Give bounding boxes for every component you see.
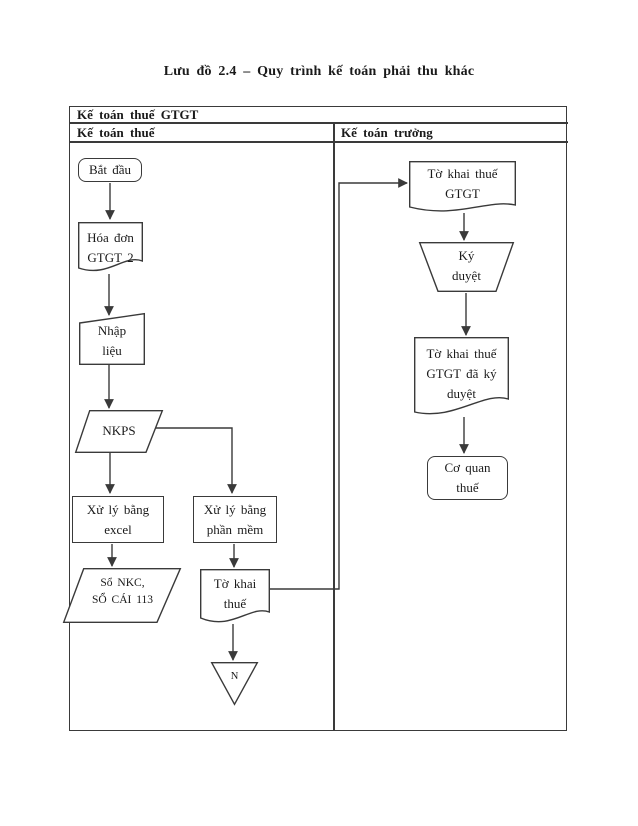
gtgt-return-document-label: Tờ khai thuế GTGT — [409, 164, 516, 204]
tax-return-document-shape — [200, 569, 270, 623]
approved-return-line-3: duyệt — [447, 386, 476, 401]
ledger-line-2: SỔ CÁI 113 — [91, 594, 154, 606]
invoice-line-1: Hóa đơn — [87, 230, 134, 245]
approved-return-document-shape — [414, 337, 509, 415]
excel-line-1: Xử lý bằng — [86, 501, 150, 517]
lane-divider — [333, 122, 335, 731]
manual-input-label: Nhập liệu — [79, 321, 145, 361]
offpage-line-1: N — [230, 671, 239, 682]
offpage-connector-shape — [210, 661, 259, 706]
diagram-title: Lưu đồ 2.4 – Quy trình kế toán phải thu … — [163, 64, 475, 79]
nkps-line-1: NKPS — [102, 423, 136, 438]
tax-authority-node: Cơ quan thuế — [427, 456, 508, 500]
start-node-label: Bắt đầu — [88, 162, 132, 177]
excel-line-2: excel — [104, 521, 132, 537]
ledger-label: Sổ NKC, SỔ CÁI 113 — [75, 575, 170, 609]
invoice-line-2: GTGT 2 — [87, 250, 134, 265]
nkps-label: NKPS — [81, 422, 157, 440]
process-excel-node: Xử lý bằng excel — [72, 496, 164, 543]
tax-authority-line-1: Cơ quan — [444, 460, 491, 475]
offpage-connector-label: N — [211, 670, 258, 684]
approved-return-line-2: GTGT đã ký — [426, 366, 497, 381]
lane-right-header: Kế toán trưởng — [341, 125, 433, 140]
ledger-line-1: Sổ NKC, — [100, 577, 145, 589]
lane-left-header: Kế toán thuế — [77, 125, 155, 140]
approval-trapezoid-shape — [418, 241, 515, 292]
gtgt-return-document-shape — [409, 161, 516, 212]
swimlane-table-border — [69, 106, 567, 731]
start-node: Bắt đầu — [78, 158, 142, 182]
manual-input-shape — [78, 312, 146, 365]
approval-label: Ký duyệt — [419, 246, 514, 286]
process-software-node: Xử lý bằng phần mềm — [193, 496, 277, 543]
tax-authority-line-2: thuế — [456, 480, 479, 495]
gtgt-return-line-1: Tờ khai thuế — [427, 166, 498, 181]
input-line-1: Nhập — [97, 323, 127, 338]
software-line-2: phần mềm — [206, 521, 264, 537]
approved-return-document-label: Tờ khai thuế GTGT đã ký duyệt — [414, 344, 509, 404]
tax-return-line-1: Tờ khai — [213, 576, 257, 591]
arrow-nkps-to-software — [151, 427, 237, 494]
arrow-taxreturn-to-gtgt-doc — [270, 178, 408, 590]
tax-return-document-label: Tờ khai thuế — [200, 574, 270, 614]
nkps-parallelogram-shape — [74, 409, 164, 453]
table-row-divider-1 — [69, 122, 568, 124]
approval-line-1: Ký — [458, 248, 475, 263]
invoice-document-shape — [78, 222, 143, 272]
table-row-divider-2 — [69, 141, 568, 143]
software-line-1: Xử lý bằng — [203, 501, 267, 517]
approved-return-line-1: Tờ khai thuế — [426, 346, 497, 361]
ledger-parallelogram-shape — [62, 567, 182, 623]
tax-return-line-2: thuế — [223, 596, 247, 611]
gtgt-return-line-2: GTGT — [445, 186, 480, 201]
approval-line-2: duyệt — [452, 268, 481, 283]
invoice-document-label: Hóa đơn GTGT 2 — [78, 228, 143, 268]
table-header-label: Kế toán thuế GTGT — [77, 107, 199, 122]
input-line-2: liệu — [102, 343, 122, 358]
